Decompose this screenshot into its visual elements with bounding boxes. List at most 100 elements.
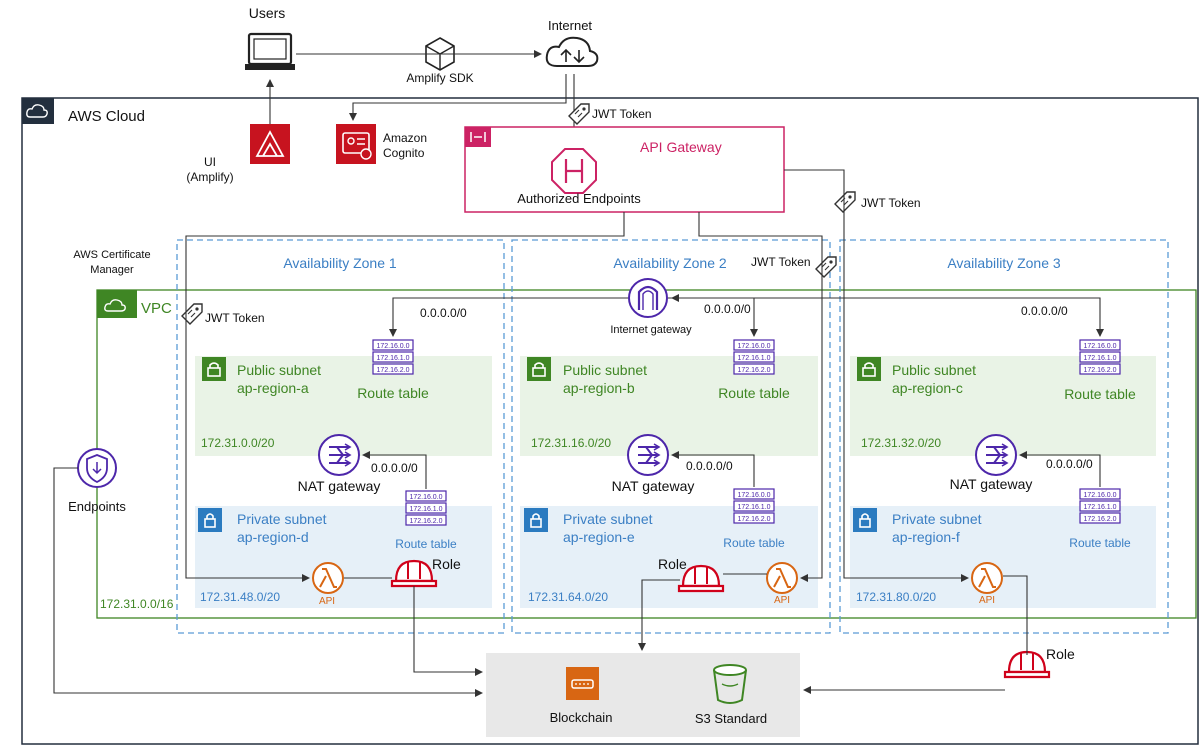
route-destination-label: 0.0.0.0/0 (686, 459, 733, 473)
route-table-label: Route table (1064, 386, 1136, 402)
availability-zone-2-boundary (511, 239, 831, 634)
api-to-lambda-2-connector (698, 212, 823, 582)
route-table-row: 172.16.0.0 (409, 494, 442, 501)
role-label: Role (1046, 646, 1075, 662)
route-connector (389, 297, 628, 337)
api-to-lambda-3-connector (784, 169, 969, 582)
vpc-cidr: 172.31.0.0/16 (100, 597, 174, 611)
route-table-row: 172.16.1.0 (376, 355, 409, 362)
private-subnet-e-name: Private subnet (563, 511, 653, 527)
route-table-row: 172.16.2.0 (1083, 367, 1116, 374)
api-gateway-node: API Gateway Authorized Endpoints (464, 126, 785, 213)
route-table-row: 172.16.1.0 (409, 506, 442, 513)
route-table-row: 172.16.2.0 (737, 367, 770, 374)
public-subnet-b-name: Public subnet (563, 362, 647, 378)
certificate-manager-label-line1: AWS Certificate (73, 249, 150, 261)
route-connector (668, 297, 1104, 337)
route-table-label: Route table (395, 537, 457, 551)
public-subnet-c-name: Public subnet (892, 362, 976, 378)
private-subnet-lock-icon (197, 507, 223, 533)
private-subnet-d-name: Private subnet (237, 511, 327, 527)
aws-cloud-label: AWS Cloud (68, 108, 145, 125)
authorized-endpoints-label: Authorized Endpoints (517, 191, 641, 206)
jwt-token-label-az2: JWT Token (751, 255, 811, 269)
certificate-manager-label-line2: Manager (90, 264, 134, 276)
route-table-row: 172.16.2.0 (737, 516, 770, 523)
monitor-icon (245, 32, 295, 70)
lambda-to-role-connector (1003, 575, 1028, 655)
route-table-row: 172.16.1.0 (1083, 504, 1116, 511)
private-subnet-f-region: ap-region-f (892, 529, 960, 545)
aws-cloud-icon (22, 98, 54, 124)
blockchain-icon (566, 667, 599, 700)
lambda-label: API (319, 596, 335, 607)
availability-zone-3-boundary (839, 239, 1169, 634)
public-subnet-b-cidr: 172.31.16.0/20 (531, 436, 611, 450)
private-subnet-lock-icon (523, 507, 549, 533)
route-table-row: 172.16.2.0 (1083, 516, 1116, 523)
nat-gateway-label: NAT gateway (950, 476, 1033, 492)
amplify-ui-node: UI (Amplify) (186, 124, 290, 184)
internet-to-cognito-connector (349, 74, 567, 121)
nat-gateway-label: NAT gateway (298, 478, 381, 494)
jwt-token-icon (834, 191, 856, 213)
public-route-table-c: 172.16.0.0 172.16.1.0 172.16.2.0 Route t… (1064, 339, 1136, 402)
s3-node: S3 Standard (695, 664, 767, 726)
api-to-lambda-1-connector (185, 212, 625, 582)
amplify-sdk-label: Amplify SDK (406, 71, 473, 85)
route-table-row: 172.16.0.0 (1083, 492, 1116, 499)
route-table-row: 172.16.2.0 (409, 518, 442, 525)
s3-bucket-icon (713, 664, 747, 704)
route-table-row: 172.16.0.0 (737, 343, 770, 350)
route-destination-label: 0.0.0.0/0 (704, 302, 751, 316)
endpoints-label: Endpoints (68, 499, 126, 514)
public-subnet-b-region: ap-region-b (563, 380, 635, 396)
public-subnet-lock-icon (856, 356, 882, 382)
internet-label: Internet (548, 18, 592, 33)
cognito-label-line2: Cognito (383, 146, 425, 160)
route-connector (362, 451, 427, 489)
amplify-icon (250, 124, 290, 164)
endpoints-to-storage-connector (53, 467, 483, 697)
route-table-label: Route table (718, 385, 790, 401)
vpc-icon (97, 290, 137, 318)
amplify-sdk-node: Amplify SDK (406, 37, 474, 85)
iam-role-icon (1003, 650, 1051, 679)
role-label: Role (658, 556, 687, 572)
ui-amplify-label-line2: (Amplify) (186, 170, 233, 184)
internet-gateway-icon (628, 278, 668, 318)
availability-zone-1-boundary (176, 239, 505, 634)
lambda-function-icon (971, 562, 1003, 594)
nat-gateway-icon (318, 434, 360, 476)
users-node: Users (245, 5, 295, 70)
public-subnet-a-region: ap-region-a (237, 380, 309, 396)
route-table-row: 172.16.0.0 (376, 343, 409, 350)
jwt-token-icon (815, 256, 837, 278)
route-table-label: Route table (723, 536, 785, 550)
jwt-token-label-right: JWT Token (861, 196, 921, 210)
role-to-storage-connector (413, 586, 483, 676)
public-subnet-c-region: ap-region-c (892, 380, 963, 396)
cognito-node: Amazon Cognito (336, 124, 427, 164)
role-label: Role (432, 556, 461, 572)
jwt-token-icon (181, 303, 203, 325)
public-subnet-a-cidr: 172.31.0.0/20 (201, 436, 275, 450)
lambda-label: API (979, 595, 995, 606)
authorized-endpoint-icon (551, 148, 597, 194)
private-subnet-f-name: Private subnet (892, 511, 982, 527)
route-table-row: 172.16.0.0 (737, 492, 770, 499)
private-route-table-e: 172.16.0.0 172.16.1.0 172.16.2.0 Route t… (723, 488, 785, 550)
public-route-table-b: 172.16.0.0 172.16.1.0 172.16.2.0 Route t… (718, 339, 790, 401)
private-subnet-lock-icon (852, 507, 878, 533)
public-subnet-lock-icon (201, 356, 227, 382)
api-gateway-title: API Gateway (640, 139, 722, 155)
route-table-row: 172.16.1.0 (737, 504, 770, 511)
route-destination-label: 0.0.0.0/0 (420, 306, 467, 320)
public-subnet-a-name: Public subnet (237, 362, 321, 378)
endpoint-shield-icon (77, 448, 117, 488)
cognito-label-line1: Amazon (383, 131, 427, 145)
nat-gateway-label: NAT gateway (612, 478, 695, 494)
storage-group (486, 653, 800, 737)
nat-gateway-icon (627, 434, 669, 476)
s3-label: S3 Standard (695, 711, 767, 726)
